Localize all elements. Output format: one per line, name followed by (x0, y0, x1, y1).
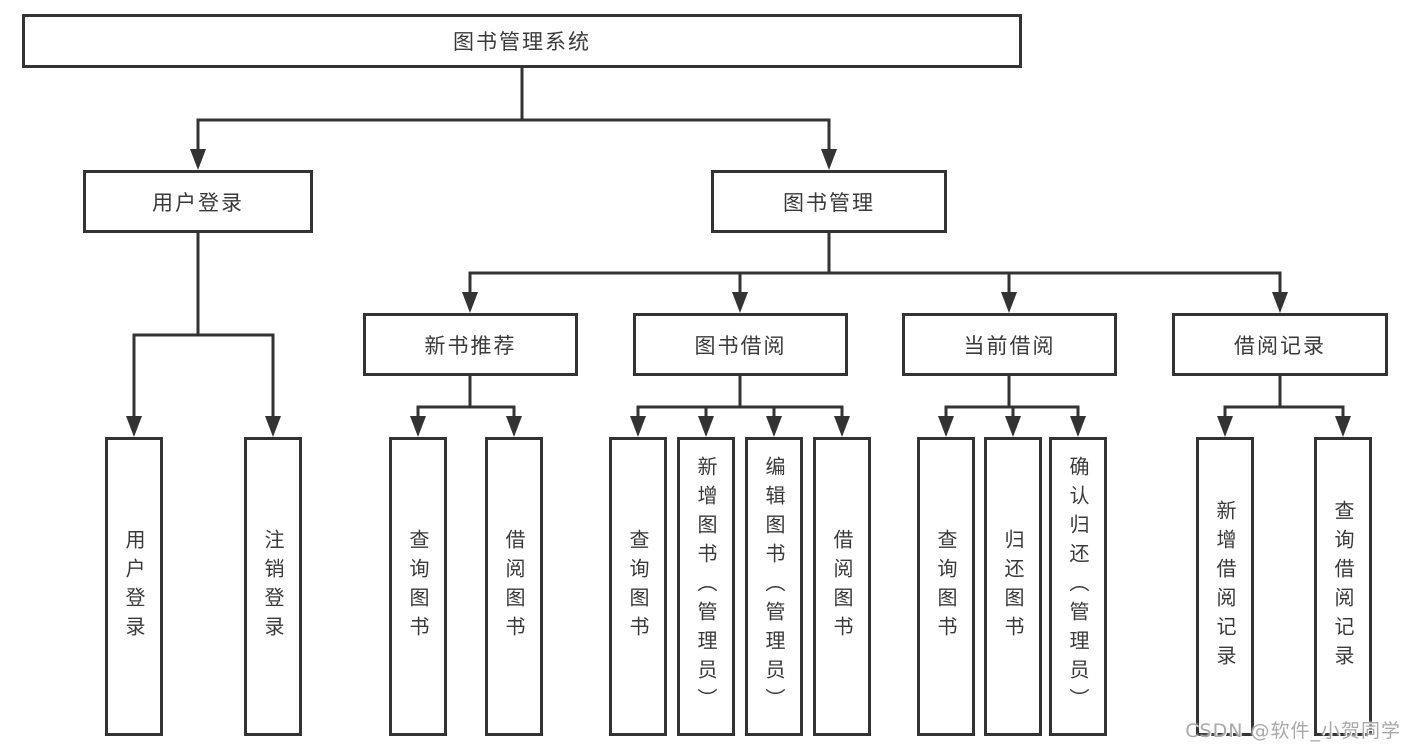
node-user-login-branch: 用户登录 (83, 170, 313, 233)
leaf-borrowing-borrow-book: 借阅图书 (813, 437, 871, 736)
leaf-user-login: 用户登录 (105, 437, 163, 736)
leaf-newbook-query-book: 查询图书 (389, 437, 447, 736)
csdn-watermark: CSDN @软件_小贺同学 (1185, 720, 1401, 742)
node-book-borrowing: 图书借阅 (633, 313, 848, 376)
leaf-current-confirm-return-admin: 确认归还（管理员） (1049, 437, 1107, 736)
leaf-current-query-book: 查询图书 (917, 437, 975, 736)
leaf-logout: 注销登录 (244, 437, 302, 736)
node-borrowing-records: 借阅记录 (1172, 313, 1388, 376)
leaf-records-query-record: 查询借阅记录 (1314, 437, 1372, 736)
leaf-current-return-book: 归还图书 (984, 437, 1042, 736)
node-current-borrowing: 当前借阅 (902, 313, 1117, 376)
leaf-borrowing-edit-book-admin: 编辑图书（管理员） (745, 437, 803, 736)
leaf-borrowing-query-book: 查询图书 (609, 437, 667, 736)
leaf-records-add-record: 新增借阅记录 (1196, 437, 1254, 736)
node-root-system: 图书管理系统 (22, 14, 1022, 68)
node-new-book-recommendation: 新书推荐 (363, 313, 578, 376)
leaf-borrowing-add-book-admin: 新增图书（管理员） (677, 437, 735, 736)
leaf-newbook-borrow-book: 借阅图书 (485, 437, 543, 736)
node-book-management-branch: 图书管理 (711, 170, 947, 233)
